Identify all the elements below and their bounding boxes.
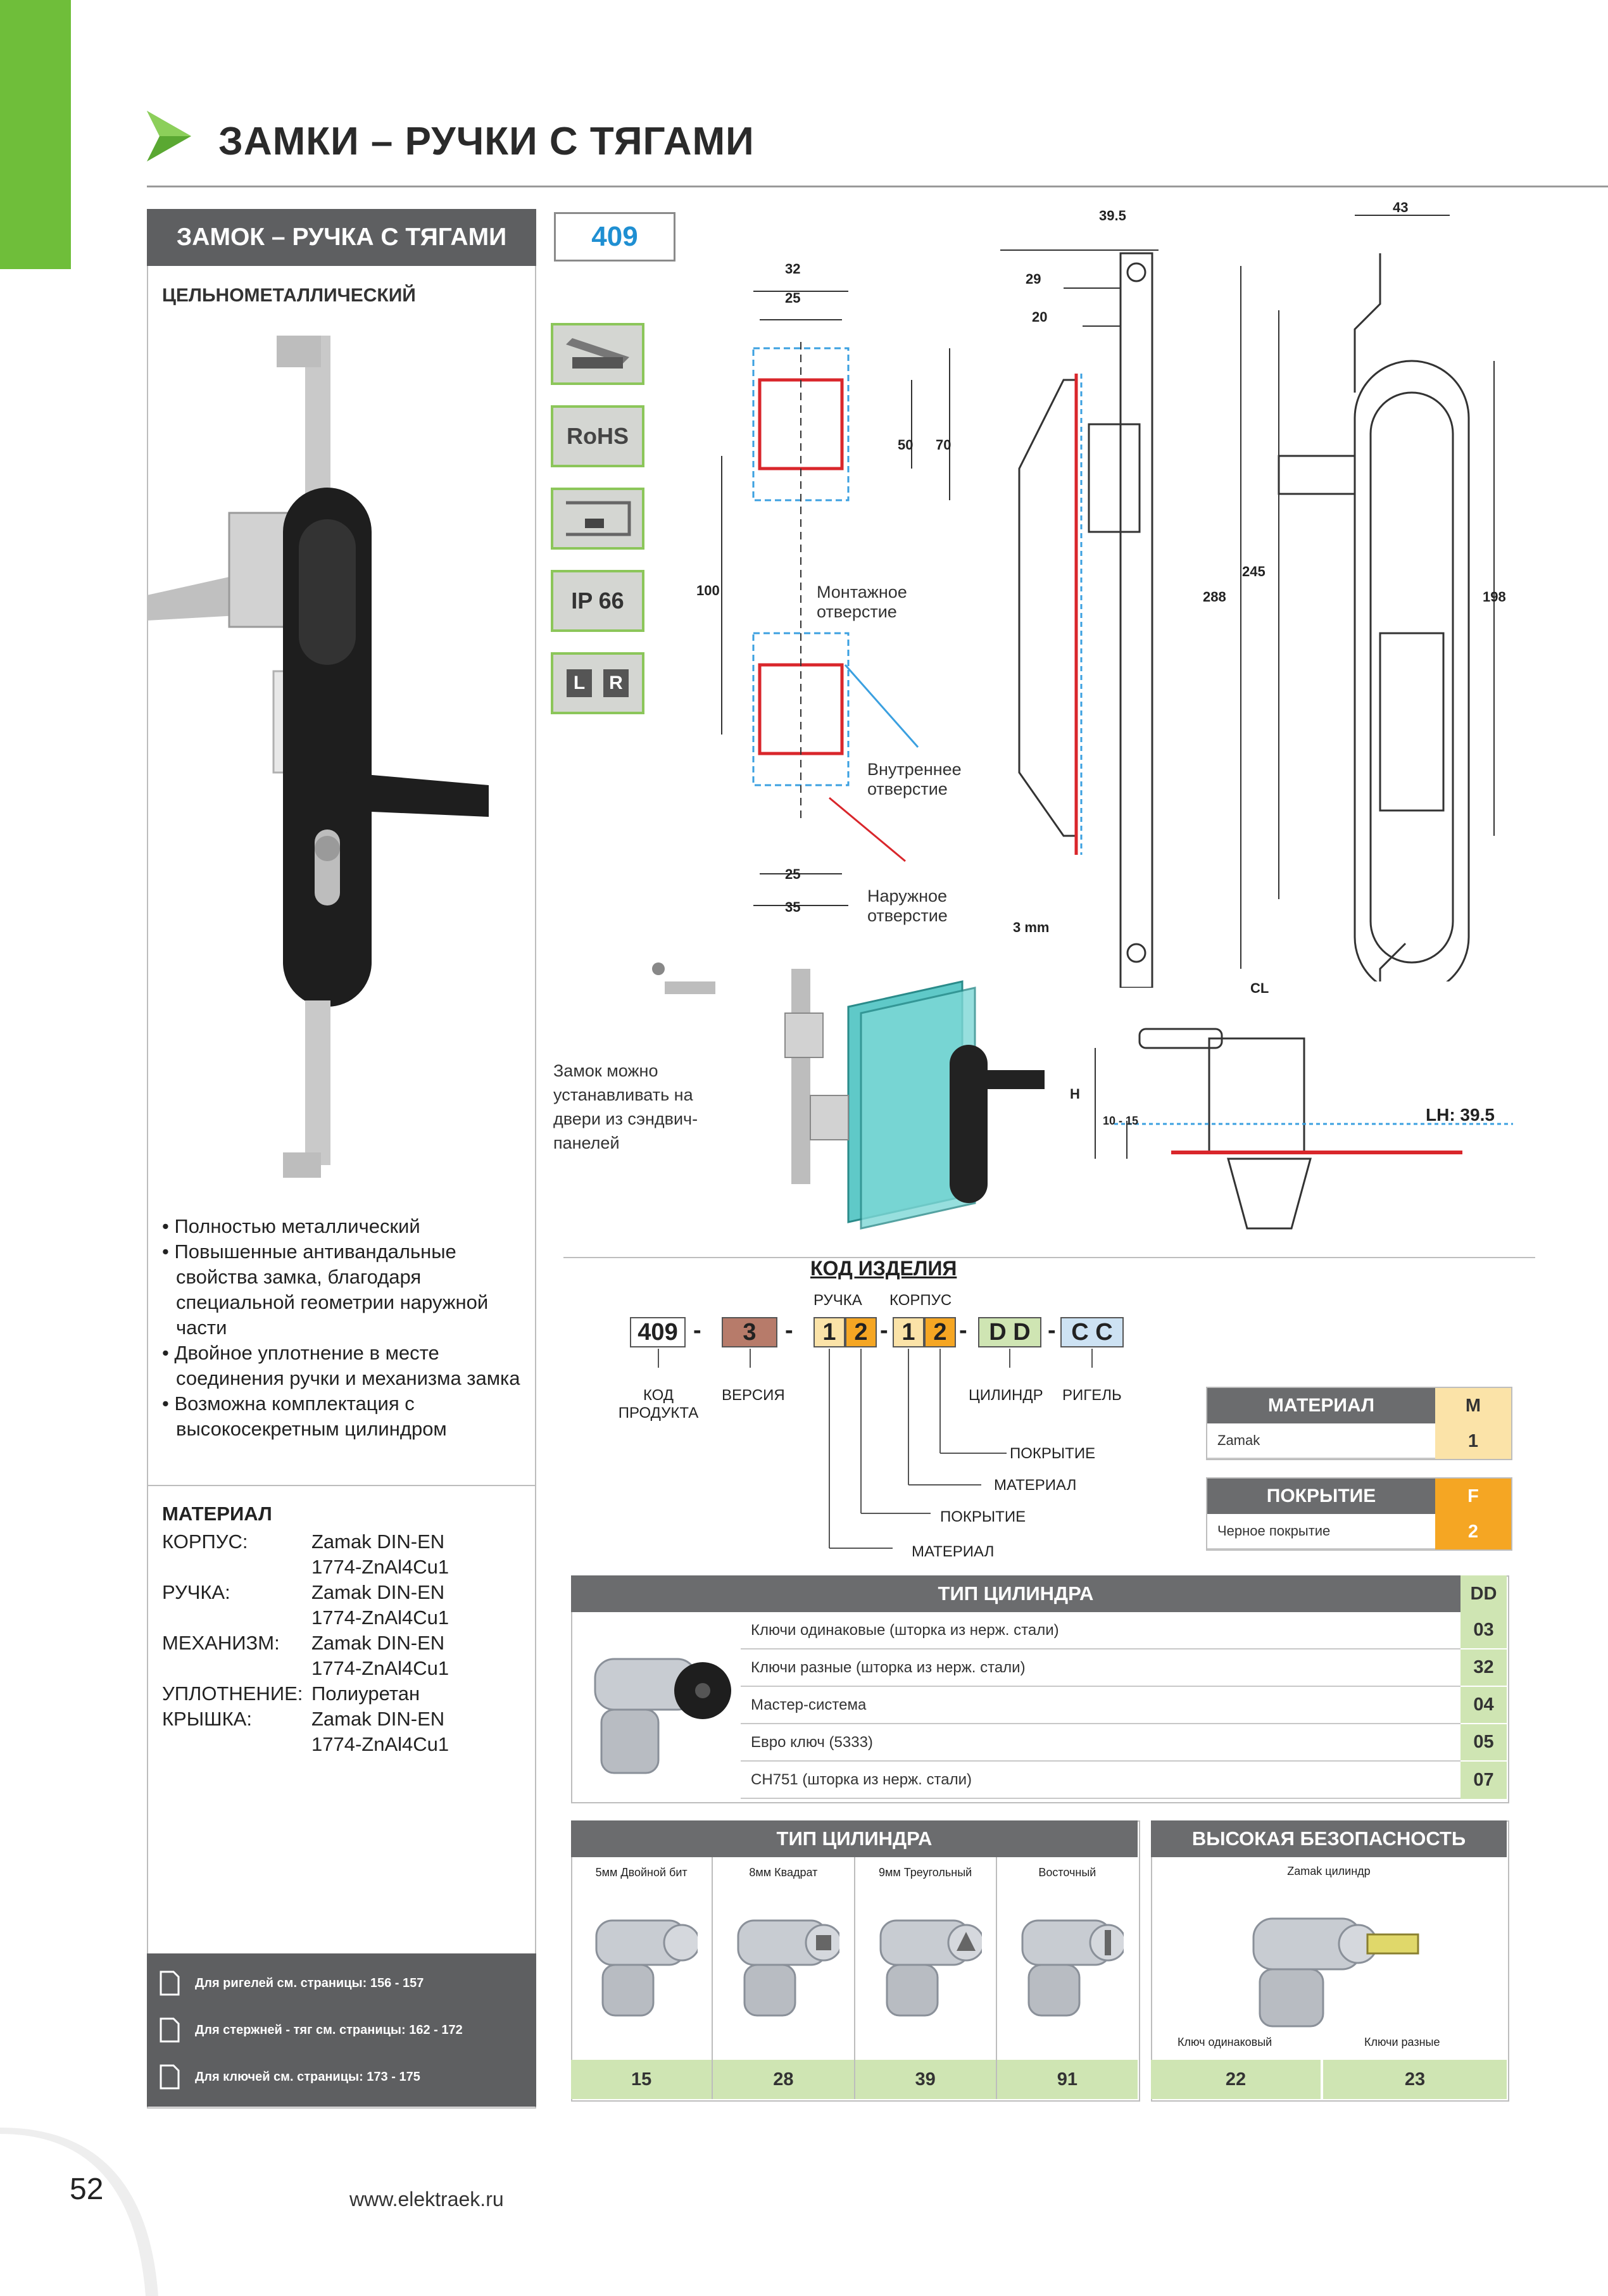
side-view-drawing xyxy=(1000,249,1159,988)
cylinder-types-title: ТИП ЦИЛИНДРА xyxy=(571,1820,1138,1857)
material-table: МАТЕРИАЛ M Zamak 1 xyxy=(1206,1387,1512,1460)
door-profile-icon xyxy=(551,488,644,550)
product-photo xyxy=(147,336,489,1178)
cylinder-type-photo xyxy=(879,1919,982,2017)
feature-item: • Возможна комплектация с высокосекретны… xyxy=(162,1392,447,1440)
cylinder-table-code: DD xyxy=(1460,1575,1507,1612)
feature-item: • Полностью металлический xyxy=(162,1215,420,1237)
cylinder-type-item[interactable]: 8мм Квадрат 28 xyxy=(713,1857,855,2099)
material-title: МАТЕРИАЛ xyxy=(162,1503,272,1525)
cylinder-types-row: 5мм Двойной бит 15 8мм Квадрат 28 9мм Тр… xyxy=(571,1857,1138,2099)
page-icon xyxy=(160,2017,180,2043)
cylinder-values: 03 32 04 05 07 xyxy=(1460,1612,1507,1799)
code-segment-handle-material: 1 xyxy=(813,1317,845,1347)
product-code-title: КОД ИЗДЕЛИЯ xyxy=(810,1257,957,1280)
product-subtitle: ЦЕЛЬНОМЕТАЛЛИЧЕСКИЙ xyxy=(162,285,416,306)
code-segment-version: 3 xyxy=(722,1317,777,1347)
high-security-value[interactable]: 23 xyxy=(1323,2060,1507,2099)
reference-item[interactable]: Для ключей см. страницы: 173 - 175 xyxy=(147,2053,536,2100)
high-security-cylinder-photo xyxy=(1252,1917,1419,2028)
cylinder-type-item[interactable]: 9мм Треугольный 39 xyxy=(855,1857,997,2099)
page-title: ЗАМКИ – РУЧКИ С ТЯГАМИ xyxy=(218,120,755,163)
cylinder-rows: Ключи одинаковые (шторка из нерж. стали)… xyxy=(741,1612,1460,1799)
coating-table: ПОКРЫТИЕ F Черное покрытие 2 xyxy=(1206,1477,1512,1551)
divider xyxy=(563,1257,1535,1258)
front-view-drawing xyxy=(1240,215,1495,981)
feature-list: • Полностью металлический • Повышенные а… xyxy=(162,1214,523,1442)
sandwich-panel-illustration xyxy=(652,962,1045,1230)
left-right-icon: L R xyxy=(551,652,644,714)
reference-item[interactable]: Для ригелей см. страницы: 156 - 157 xyxy=(147,1960,536,2007)
inner-hole-label: Внутреннее отверстие xyxy=(867,760,962,798)
page-number: 52 xyxy=(70,2173,104,2206)
cylinder-type-photo xyxy=(1021,1919,1124,2017)
code-segment-product: 409 xyxy=(630,1317,686,1347)
mounting-depth-drawing xyxy=(1095,1028,1513,1230)
high-security-caption: Zamak цилиндр xyxy=(1287,1865,1371,1877)
references-box: Для ригелей см. страницы: 156 - 157 Для … xyxy=(147,1953,536,2107)
cylinder-type-item[interactable]: Восточный 91 xyxy=(996,1857,1138,2099)
mounting-hole-label: Монтажное отверстие xyxy=(817,583,907,621)
code-segment-cylinder: D D xyxy=(978,1317,1041,1347)
cutout-drawing xyxy=(721,291,950,906)
code-segment-bolt: C C xyxy=(1060,1317,1124,1347)
ip66-icon: IP 66 xyxy=(551,570,644,632)
page-curl xyxy=(0,2128,158,2296)
code-segment-body-material: 1 xyxy=(893,1317,924,1347)
cylinder-type-photo xyxy=(737,1919,840,2017)
cylinder-type-item[interactable]: 5мм Двойной бит 15 xyxy=(571,1857,713,2099)
arrow-icon xyxy=(147,111,191,161)
product-code-badge: 409 xyxy=(554,212,675,262)
website-link[interactable]: www.elektraek.ru xyxy=(349,2188,504,2211)
code-segment-handle-coating: 2 xyxy=(845,1317,877,1347)
sandwich-note: Замок можно устанавливать на двери из сэ… xyxy=(553,1061,698,1152)
outer-hole-label: Наружное отверстие xyxy=(867,886,948,925)
page-icon xyxy=(160,2064,180,2090)
page-icon xyxy=(160,1971,180,1996)
product-name: ЗАМОК – РУЧКА С ТЯГАМИ xyxy=(147,209,536,266)
rohs-icon: RoHS xyxy=(551,405,644,467)
cylinder-type-photo xyxy=(595,1919,698,2017)
reference-item[interactable]: Для стержней - тяг см. страницы: 162 - 1… xyxy=(147,2007,536,2053)
section-tab xyxy=(0,0,71,269)
divider xyxy=(147,1485,536,1486)
header-rule xyxy=(147,186,1608,187)
code-segment-body-coating: 2 xyxy=(924,1317,956,1347)
high-security-title: ВЫСОКАЯ БЕЗОПАСНОСТЬ xyxy=(1151,1820,1507,1857)
cylinder-photo xyxy=(594,1658,731,1774)
code-leaders xyxy=(658,1349,1093,1549)
feature-item: • Повышенные антивандальные свойства зам… xyxy=(162,1240,489,1339)
cylinder-table-title: ТИП ЦИЛИНДРА xyxy=(571,1575,1460,1612)
material-list: КОРПУС:Zamak DIN-EN 1774-ZnAl4Cu1 РУЧКА:… xyxy=(162,1530,449,1755)
rail-icon xyxy=(551,323,644,385)
feature-item: • Двойное уплотнение в месте соединения … xyxy=(162,1342,520,1389)
high-security-value[interactable]: 22 xyxy=(1151,2060,1322,2099)
